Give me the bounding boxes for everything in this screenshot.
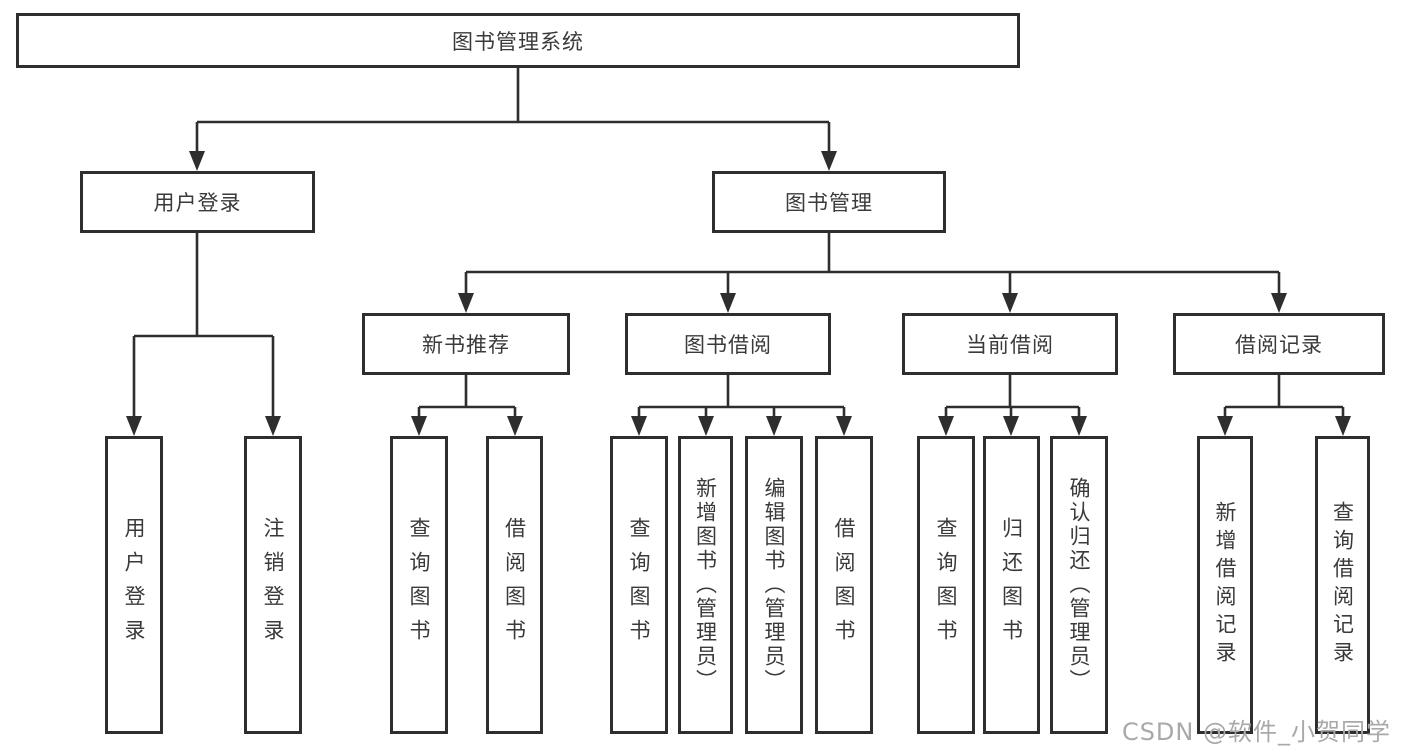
leaf-records-query-record-label: 查询借阅记录 [1330,501,1355,669]
node-current-borrow-label: 当前借阅 [966,333,1054,357]
node-new-book-recommend-label: 新书推荐 [422,333,510,357]
leaf-records-add-record-label: 新增借阅记录 [1213,501,1237,669]
leaf-current-return-books: 归还图书 [983,436,1040,734]
node-user-login: 用户登录 [80,171,315,233]
node-root: 图书管理系统 [16,13,1020,68]
node-book-management: 图书管理 [712,171,946,233]
leaf-newbook-query-books: 查询图书 [390,436,448,734]
node-new-book-recommend: 新书推荐 [362,313,570,375]
node-book-borrow-label: 图书借阅 [684,333,772,357]
leaf-records-add-record: 新增借阅记录 [1197,436,1253,734]
node-borrow-records-label: 借阅记录 [1235,333,1323,357]
node-book-borrow: 图书借阅 [625,313,831,375]
node-book-management-label: 图书管理 [785,191,873,215]
leaf-current-confirm-return-admin-label: 确认归还（管理员） [1067,477,1091,693]
leaf-newbook-borrow-books-label: 借阅图书 [502,517,527,653]
leaf-current-return-books-label: 归还图书 [999,517,1024,653]
watermark: CSDN @软件_小贺同学 [1121,718,1391,746]
leaf-newbook-borrow-books: 借阅图书 [486,436,543,734]
leaf-current-query-books: 查询图书 [917,436,975,734]
leaf-borrow-query-books-label: 查询图书 [627,517,651,653]
leaf-logout-label: 注销登录 [261,517,285,653]
leaf-borrow-edit-books-admin: 编辑图书（管理员） [745,436,803,734]
node-root-label: 图书管理系统 [452,29,584,54]
leaf-borrow-query-books: 查询图书 [610,436,668,734]
leaf-logout: 注销登录 [244,436,302,734]
leaf-user-login: 用户登录 [105,436,163,734]
leaf-current-query-books-label: 查询图书 [934,517,958,653]
leaf-user-login-label: 用户登录 [122,517,146,653]
leaf-borrow-add-books-admin-label: 新增图书（管理员） [693,477,718,693]
node-borrow-records: 借阅记录 [1173,313,1385,375]
leaf-borrow-edit-books-admin-label: 编辑图书（管理员） [762,477,786,693]
node-current-borrow: 当前借阅 [902,313,1118,375]
leaf-borrow-borrow-books-label: 借阅图书 [832,517,856,653]
arrowhead-icons [126,151,1351,436]
leaf-newbook-query-books-label: 查询图书 [407,517,431,653]
leaf-current-confirm-return-admin: 确认归还（管理员） [1050,436,1108,734]
leaf-borrow-add-books-admin: 新增图书（管理员） [678,436,733,734]
leaf-records-query-record: 查询借阅记录 [1315,436,1370,734]
leaf-borrow-borrow-books: 借阅图书 [815,436,873,734]
node-user-login-label: 用户登录 [153,191,242,215]
